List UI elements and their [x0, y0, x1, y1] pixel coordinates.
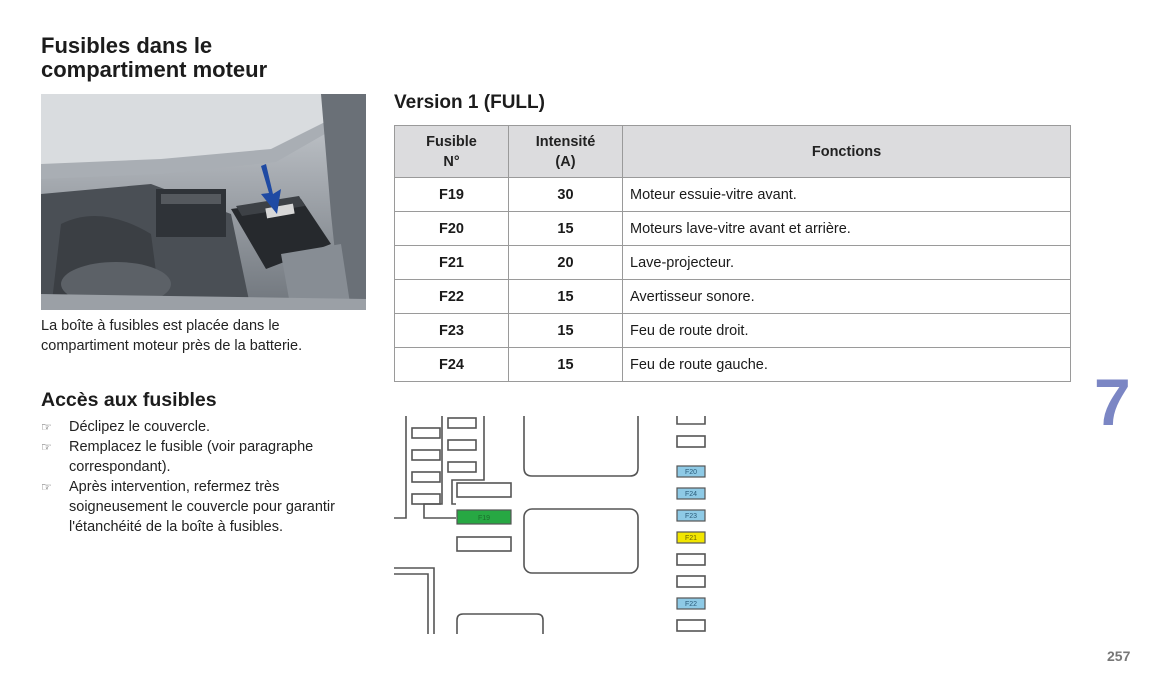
photo-caption: La boîte à fusibles est placée dans le c… [41, 318, 303, 354]
fuse-label: F22 [685, 601, 697, 608]
fuse-number-cell: F20 [394, 211, 509, 246]
fuse-box-diagram: F19 F20 F24 F23 F21 F22 [394, 416, 706, 634]
chapter-number: 7 [1094, 365, 1131, 439]
function-cell: Moteurs lave-vitre avant et arrière. [622, 211, 1071, 246]
table-row: F19 30 Moteur essuie-vitre avant. [394, 177, 1071, 212]
page-number: 257 [1107, 648, 1131, 664]
function-cell: Avertisseur sonore. [622, 279, 1071, 314]
diagram-outline [394, 567, 435, 634]
diagram-outline [394, 573, 429, 634]
fuse-slot [676, 553, 706, 566]
relay [523, 416, 639, 477]
access-step-text: Remplacez le fusible (voir paragraphe co… [69, 439, 314, 475]
fuse-f19-green [456, 509, 512, 525]
diagram-outline [456, 613, 544, 634]
fuse-number-cell: F19 [394, 177, 509, 212]
fuse-slot [411, 449, 441, 461]
function-cell: Feu de route gauche. [622, 347, 1071, 382]
fuse-slot [447, 439, 477, 451]
fuse-slot [447, 417, 477, 429]
header-functions: Fonctions [622, 125, 1071, 178]
engine-compartment-photo [41, 94, 366, 310]
access-step-text: Après intervention, refermez très soigne… [69, 479, 335, 535]
relay [523, 508, 639, 574]
fuse-slot [411, 427, 441, 439]
amperage-cell: 30 [508, 177, 623, 212]
diagram-outline [451, 416, 485, 505]
fuse-f23-blue [676, 509, 706, 522]
fuse-label: F24 [685, 491, 697, 498]
fuse-f22-blue [676, 597, 706, 610]
fuse-label: F21 [685, 535, 697, 542]
header-amperage: Intensité(A) [508, 125, 623, 178]
function-cell: Lave-projecteur. [622, 245, 1071, 280]
fuse-label: F19 [478, 515, 490, 522]
access-step: ☞ Déclipez le couvercle. [41, 417, 361, 437]
fuse-slot [456, 482, 512, 498]
amperage-cell: 15 [508, 347, 623, 382]
fuse-number-cell: F24 [394, 347, 509, 382]
fuse-slot [676, 619, 706, 632]
access-section-title: Accès aux fusibles [41, 389, 217, 411]
fuse-label: F20 [685, 469, 697, 476]
diagram-outline [394, 416, 407, 519]
access-step: ☞ Après intervention, refermez très soig… [41, 477, 361, 537]
amperage-cell: 20 [508, 245, 623, 280]
fuse-slot [676, 435, 706, 448]
table-row: F23 15 Feu de route droit. [394, 313, 1071, 348]
fuse-f24-blue [676, 487, 706, 500]
fuse-slot [676, 575, 706, 588]
access-step-text: Déclipez le couvercle. [69, 419, 211, 435]
fuse-label: F23 [685, 513, 697, 520]
pointing-hand-icon: ☞ [41, 440, 52, 454]
fuse-number-cell: F23 [394, 313, 509, 348]
fuse-slot [456, 536, 512, 552]
fuse-slot [411, 471, 441, 483]
pointing-hand-icon: ☞ [41, 420, 52, 434]
version-title: Version 1 (FULL) [394, 92, 545, 113]
fuse-f20-blue [676, 465, 706, 478]
table-row: F24 15 Feu de route gauche. [394, 347, 1071, 382]
amperage-cell: 15 [508, 313, 623, 348]
page-title: Fusibles dans le compartiment moteur [41, 33, 268, 82]
table-row: F21 20 Lave-projecteur. [394, 245, 1071, 280]
fuse-number-cell: F21 [394, 245, 509, 280]
access-step: ☞ Remplacez le fusible (voir paragraphe … [41, 437, 361, 477]
fuse-f21-yellow [676, 531, 706, 544]
table-row: F22 15 Avertisseur sonore. [394, 279, 1071, 314]
table-row: F20 15 Moteurs lave-vitre avant et arriè… [394, 211, 1071, 246]
function-cell: Moteur essuie-vitre avant. [622, 177, 1071, 212]
pointing-hand-icon: ☞ [41, 480, 52, 494]
amperage-cell: 15 [508, 211, 623, 246]
function-cell: Feu de route droit. [622, 313, 1071, 348]
fuse-slot [676, 416, 706, 425]
amperage-cell: 15 [508, 279, 623, 314]
access-steps-list: ☞ Déclipez le couvercle. ☞ Remplacez le … [41, 417, 361, 537]
fuse-slot [447, 461, 477, 473]
fuse-number-cell: F22 [394, 279, 509, 314]
fuse-slot [411, 493, 441, 505]
